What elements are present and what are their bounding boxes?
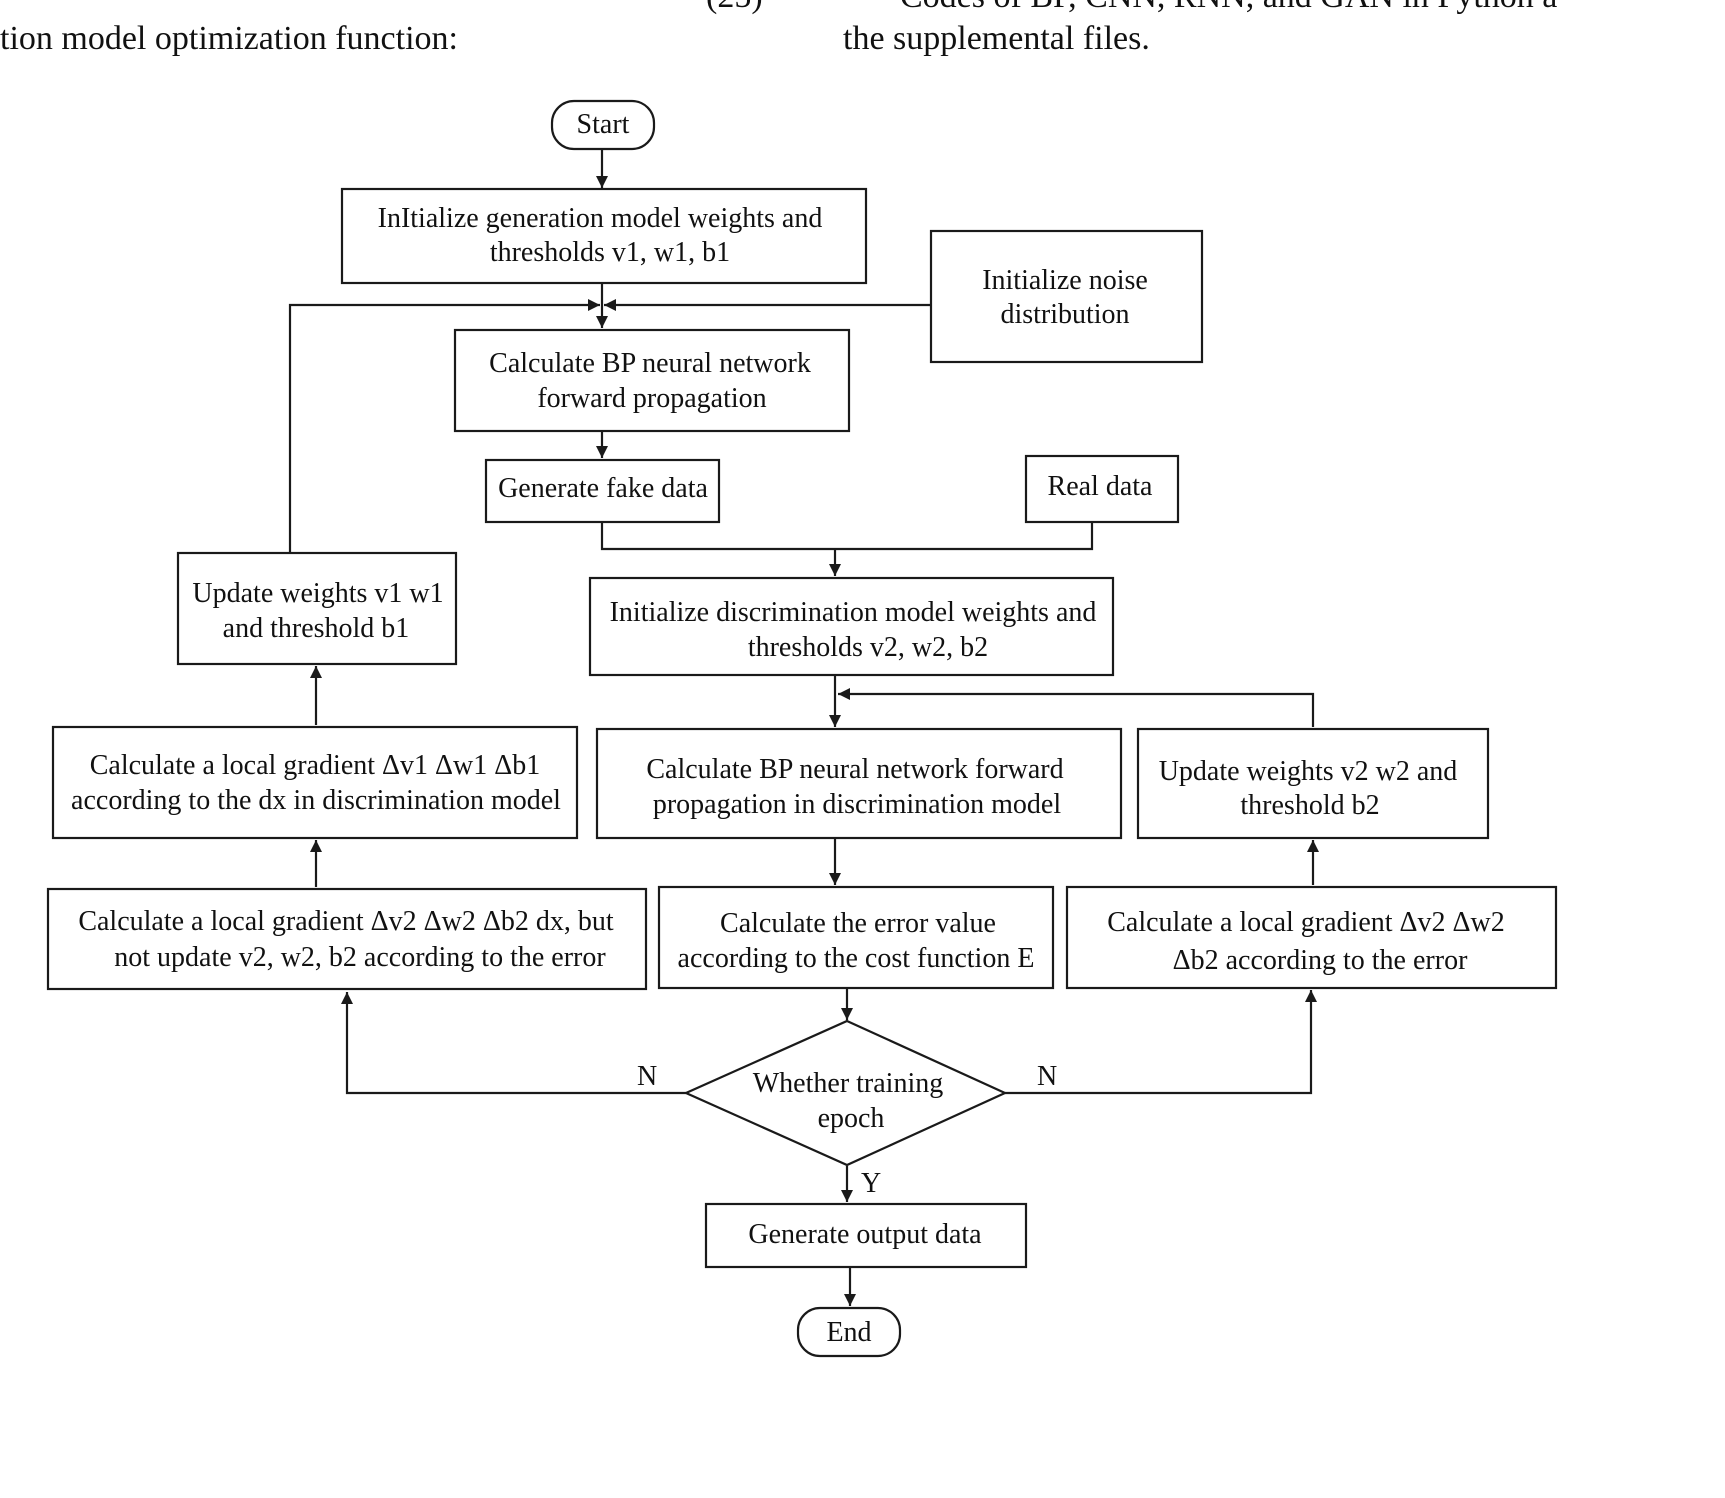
node-grad-v2-line-1: Calculate a local gradient Δv2 Δw2 bbox=[1107, 907, 1505, 938]
svg-text:threshold b2: threshold b2 bbox=[1240, 790, 1379, 821]
node-init-disc-line-2: thresholds v2, w2, b2 bbox=[748, 632, 988, 663]
node-init-generation-weights: InItialize generation model weights and … bbox=[340, 187, 868, 285]
node-calc-bp-disc-line-2: propagation in discrimination model bbox=[653, 789, 1061, 820]
svg-text:Initialize discrimination mode: Initialize discrimination model weights … bbox=[610, 597, 1097, 628]
edges bbox=[288, 149, 1319, 1306]
node-update-v2-w2: Update weights v2 w2 and threshold b2 bbox=[1136, 727, 1490, 840]
node-grad-v1-line-2: according to the dx in discrimination mo… bbox=[71, 785, 561, 816]
node-generate-fake-data: Generate fake data bbox=[484, 458, 721, 524]
node-calc-bp-forward: Calculate BP neural network forward prop… bbox=[453, 328, 851, 433]
svg-text:Calculate a local gradient Δv1: Calculate a local gradient Δv1 Δw1 Δb1 bbox=[90, 750, 541, 781]
svg-text:not update v2, w2, b2 accordin: not update v2, w2, b2 according to the e… bbox=[114, 942, 606, 973]
edge-update-v1w1-loop bbox=[288, 299, 600, 553]
svg-text:thresholds v1, w1, b1: thresholds v1, w1, b1 bbox=[490, 237, 730, 268]
svg-text:forward propagation: forward propagation bbox=[537, 383, 766, 414]
node-init-noise-distribution: Initialize noise distribution bbox=[929, 229, 1204, 364]
node-decision-line-1: Whether training bbox=[753, 1068, 943, 1099]
edge-decision-no-left bbox=[341, 992, 686, 1095]
node-local-gradient-v2: Calculate a local gradient Δv2 Δw2 Δb2 a… bbox=[1065, 885, 1558, 990]
svg-text:InItialize generation model we: InItialize generation model weights and bbox=[378, 203, 823, 234]
edge-label-no-left: N bbox=[637, 1061, 657, 1092]
node-grad-v1-line-1: Calculate a local gradient Δv1 Δw1 Δb1 bbox=[90, 750, 541, 781]
edge-gen-fake-merge bbox=[600, 522, 1094, 551]
node-calc-bp-line-2: forward propagation bbox=[537, 383, 766, 414]
node-end: End bbox=[796, 1306, 902, 1358]
node-init-gen-line-1: InItialize generation model weights and bbox=[378, 203, 823, 234]
svg-text:Update weights v2 w2 and: Update weights v2 w2 and bbox=[1159, 756, 1458, 787]
svg-text:Calculate a local gradient Δv2: Calculate a local gradient Δv2 Δw2 bbox=[1107, 907, 1505, 938]
equation-number: (25) bbox=[706, 0, 763, 14]
node-update-v2w2-line-2: threshold b2 bbox=[1240, 790, 1379, 821]
node-generate-output-data: Generate output data bbox=[704, 1202, 1028, 1269]
node-local-gradient-v2-dx: Calculate a local gradient Δv2 Δw2 Δb2 d… bbox=[46, 887, 648, 991]
node-gen-fake-line-1: Generate fake data bbox=[498, 473, 708, 504]
node-calc-error-line-2: according to the cost function E bbox=[678, 943, 1035, 974]
svg-text:Calculate the error value: Calculate the error value bbox=[720, 908, 996, 939]
node-end-line-1: End bbox=[826, 1317, 871, 1348]
node-update-v1w1-line-1: Update weights v1 w1 bbox=[192, 578, 443, 609]
edge-label-yes: Y bbox=[861, 1168, 881, 1199]
svg-text:Update weights v1 w1: Update weights v1 w1 bbox=[192, 578, 443, 609]
svg-text:Initialize noise: Initialize noise bbox=[982, 265, 1148, 296]
node-noise-line-2: distribution bbox=[1000, 299, 1129, 330]
svg-text:propagation in discrimination: propagation in discrimination model bbox=[653, 789, 1061, 820]
svg-text:Δb2 according to the error: Δb2 according to the error bbox=[1173, 945, 1468, 976]
svg-text:and threshold b1: and threshold b1 bbox=[223, 613, 410, 644]
node-noise-line-1: Initialize noise bbox=[982, 265, 1148, 296]
svg-text:Generate fake data: Generate fake data bbox=[498, 473, 708, 504]
svg-text:Calculate BP neural network: Calculate BP neural network bbox=[489, 348, 811, 379]
edge-label-no-right: N bbox=[1037, 1061, 1057, 1092]
node-start-line-1: Start bbox=[577, 109, 630, 140]
svg-text:Whether training: Whether training bbox=[753, 1068, 943, 1099]
node-decision-line-2: epoch bbox=[818, 1103, 885, 1134]
node-start: Start bbox=[550, 99, 656, 151]
svg-text:End: End bbox=[826, 1317, 871, 1348]
node-calc-bp-discrimination: Calculate BP neural network forward prop… bbox=[595, 727, 1123, 840]
node-grad-v2-line-2: Δb2 according to the error bbox=[1173, 945, 1468, 976]
node-update-v1w1-line-2: and threshold b1 bbox=[223, 613, 410, 644]
svg-text:according to the dx in discrim: according to the dx in discrimination mo… bbox=[71, 785, 561, 816]
node-init-disc-line-1: Initialize discrimination model weights … bbox=[610, 597, 1097, 628]
node-decision-training-epoch: Whether training epoch bbox=[683, 1019, 1008, 1167]
header-fragment-left: tion model optimization function: bbox=[0, 20, 458, 57]
node-init-discrimination-weights: Initialize discrimination model weights … bbox=[588, 576, 1115, 677]
node-local-gradient-v1: Calculate a local gradient Δv1 Δw1 Δb1 a… bbox=[51, 725, 579, 840]
node-calc-bp-disc-line-1: Calculate BP neural network forward bbox=[646, 754, 1063, 785]
header-fragment-right-top: Codes of BP, CNN, RNN, and GAN in Python… bbox=[900, 0, 1557, 14]
svg-text:Real data: Real data bbox=[1048, 471, 1154, 502]
node-grad-v2dx-line-2: not update v2, w2, b2 according to the e… bbox=[114, 942, 606, 973]
node-real-data: Real data bbox=[1024, 454, 1180, 524]
node-calc-error: Calculate the error value according to t… bbox=[657, 885, 1055, 990]
svg-text:according to the cost function: according to the cost function E bbox=[678, 943, 1035, 974]
edge-decision-no-right bbox=[1005, 990, 1317, 1095]
svg-text:Calculate a local gradient Δv2: Calculate a local gradient Δv2 Δw2 Δb2 d… bbox=[78, 906, 614, 937]
node-update-v1-w1: Update weights v1 w1 and threshold b1 bbox=[176, 551, 458, 666]
node-update-v2w2-line-1: Update weights v2 w2 and bbox=[1159, 756, 1458, 787]
node-real-data-line-1: Real data bbox=[1048, 471, 1154, 502]
edge-update-v2w2-loop bbox=[838, 688, 1315, 727]
svg-text:distribution: distribution bbox=[1000, 299, 1129, 330]
svg-text:thresholds v2, w2, b2: thresholds v2, w2, b2 bbox=[748, 632, 988, 663]
node-calc-bp-line-1: Calculate BP neural network bbox=[489, 348, 811, 379]
node-calc-error-line-1: Calculate the error value bbox=[720, 908, 996, 939]
svg-text:Generate output data: Generate output data bbox=[748, 1219, 982, 1250]
node-init-gen-line-2: thresholds v1, w1, b1 bbox=[490, 237, 730, 268]
node-gen-output-line-1: Generate output data bbox=[748, 1219, 982, 1250]
node-grad-v2dx-line-1: Calculate a local gradient Δv2 Δw2 Δb2 d… bbox=[78, 906, 614, 937]
svg-text:Start: Start bbox=[577, 109, 630, 140]
svg-text:Calculate BP neural network fo: Calculate BP neural network forward bbox=[646, 754, 1063, 785]
svg-text:epoch: epoch bbox=[818, 1103, 885, 1134]
header-fragment-right-bottom: the supplemental files. bbox=[843, 20, 1150, 57]
